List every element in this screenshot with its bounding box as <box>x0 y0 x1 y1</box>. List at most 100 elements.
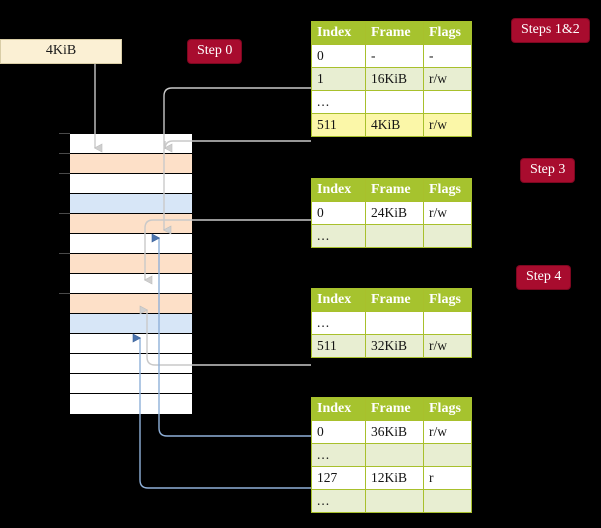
wire-l2-511 <box>146 330 311 366</box>
cell-frame <box>365 311 424 335</box>
memory-frame-row <box>70 334 192 354</box>
wire-l1-127 <box>139 420 311 489</box>
cell-index: ... <box>311 224 366 248</box>
cell-frame: 4KiB <box>365 113 424 137</box>
memory-frame-row <box>70 214 192 234</box>
cell-index: 0 <box>311 201 366 225</box>
column-header-frame: Frame <box>365 397 424 421</box>
cell-flags <box>423 311 472 335</box>
cell-frame <box>365 443 424 467</box>
column-header-index: Index <box>311 178 366 202</box>
cell-index: ... <box>311 443 366 467</box>
memory-frame-row <box>70 274 192 294</box>
memory-frame-row <box>70 174 192 194</box>
cell-frame: 16KiB <box>365 67 424 91</box>
column-header-index: Index <box>311 21 366 45</box>
memory-row-tick <box>59 153 70 154</box>
cell-index: ... <box>311 489 366 513</box>
table-row: ... <box>311 489 472 513</box>
memory-row-tick <box>59 253 70 254</box>
column-header-flags: Flags <box>423 397 472 421</box>
step-badge-step0: Step 0 <box>188 40 242 63</box>
memory-row-tick <box>59 173 70 174</box>
wire-l4-1-down <box>163 87 311 146</box>
step-badge-steps12: Steps 1&2 <box>512 19 589 42</box>
memory-row-tick <box>59 133 70 134</box>
table-row: ... <box>311 224 472 248</box>
memory-frame-row <box>70 374 192 394</box>
table-row: ... <box>311 90 472 114</box>
cell-flags: r/w <box>423 201 472 225</box>
cell-index: ... <box>311 311 366 335</box>
memory-frame-row <box>70 394 192 414</box>
memory-frame-row <box>70 314 192 334</box>
cell-frame: 12KiB <box>365 466 424 490</box>
memory-frame-row <box>70 154 192 174</box>
column-header-flags: Flags <box>423 21 472 45</box>
memory-frame-row <box>70 354 192 374</box>
table-row: ... <box>311 311 472 335</box>
table-row: ... <box>311 443 472 467</box>
cell-flags: r/w <box>423 67 472 91</box>
cell-flags: r <box>423 466 472 490</box>
memory-row-tick <box>59 213 70 214</box>
cell-flags: r/w <box>423 420 472 444</box>
cell-frame: 24KiB <box>365 201 424 225</box>
cell-index: 1 <box>311 67 366 91</box>
table-row: 0-- <box>311 44 472 68</box>
memory-frame-row <box>70 194 192 214</box>
column-header-flags: Flags <box>423 178 472 202</box>
step-badge-step3: Step 3 <box>521 159 575 182</box>
cell-index: 511 <box>311 113 366 137</box>
wire-l4-511-to-mem-a <box>164 140 311 150</box>
cell-index: 0 <box>311 420 366 444</box>
memory-frame-row <box>70 254 192 274</box>
step-badge-step4: Step 4 <box>517 266 571 289</box>
cell-index: ... <box>311 90 366 114</box>
cell-flags: r/w <box>423 113 472 137</box>
cell-frame: 32KiB <box>365 334 424 358</box>
cell-index: 127 <box>311 466 366 490</box>
cell-frame <box>365 90 424 114</box>
memory-row-tick <box>59 293 70 294</box>
cell-flags: - <box>423 44 472 68</box>
column-header-frame: Frame <box>365 178 424 202</box>
physical-memory-column <box>69 133 192 415</box>
cell-frame <box>365 489 424 513</box>
cell-index: 511 <box>311 334 366 358</box>
memory-frame-row <box>70 294 192 314</box>
column-header-frame: Frame <box>365 288 424 312</box>
cell-flags <box>423 224 472 248</box>
wire-l3-0 <box>144 219 311 268</box>
column-header-flags: Flags <box>423 288 472 312</box>
source-address-label: 4KiB <box>45 43 77 58</box>
cell-index: 0 <box>311 44 366 68</box>
source-address-box: 4KiB <box>0 39 122 64</box>
wire-l1-0 <box>158 420 311 437</box>
cell-frame: 36KiB <box>365 420 424 444</box>
cell-flags <box>423 443 472 467</box>
cell-flags <box>423 489 472 513</box>
column-header-frame: Frame <box>365 21 424 45</box>
memory-frame-row <box>70 234 192 254</box>
cell-flags <box>423 90 472 114</box>
cell-frame <box>365 224 424 248</box>
cell-flags: r/w <box>423 334 472 358</box>
column-header-index: Index <box>311 397 366 421</box>
column-header-index: Index <box>311 288 366 312</box>
